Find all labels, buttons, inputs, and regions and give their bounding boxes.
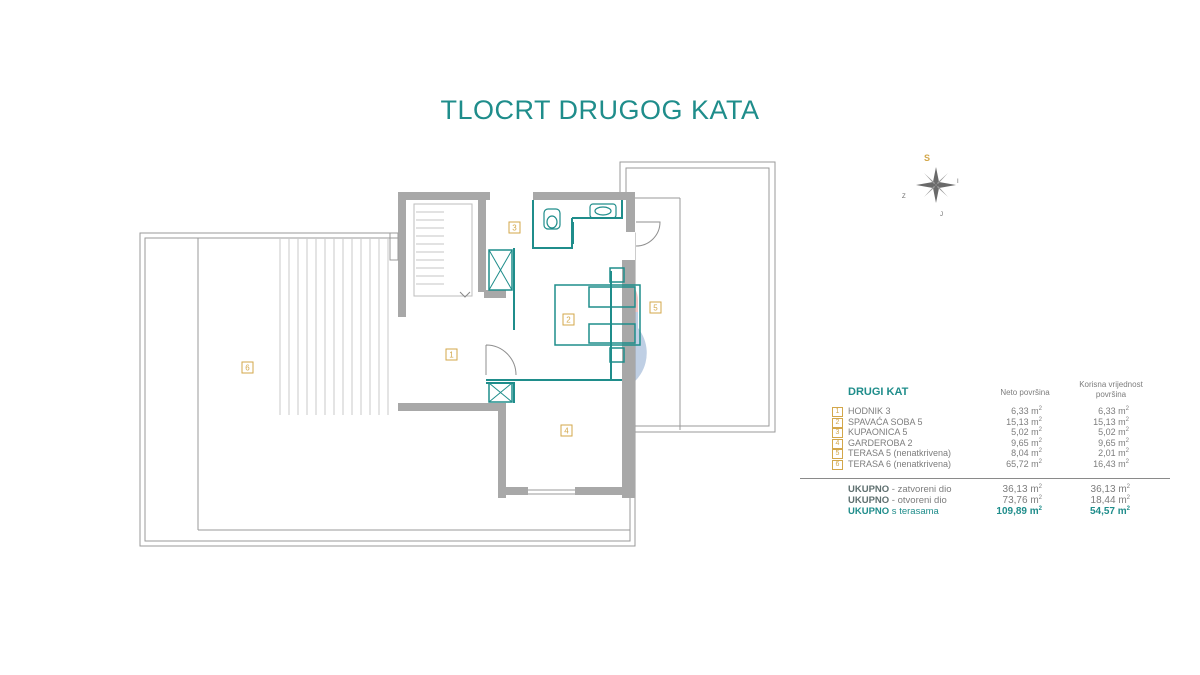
total-row: UKUPNO - zatvoreni dio 36,13 m2 36,13 m2 bbox=[848, 484, 1168, 495]
row-number-box: 3 bbox=[832, 428, 843, 438]
total-neto: 36,13 m2 bbox=[1002, 484, 1042, 495]
row-name: HODNIK 3 bbox=[848, 406, 891, 416]
row-neto: 8,04 m2 bbox=[1011, 448, 1042, 458]
area-rows: 1 HODNIK 3 6,33 m2 6,33 m2 2 SPAVAĆA SOBA 5 15… bbox=[832, 406, 1167, 470]
total-row: UKUPNO - otvoreni dio 73,76 m2 18,44 m2 bbox=[848, 495, 1168, 506]
room-number-5: 5 bbox=[649, 301, 662, 314]
table-title: DRUGI KAT bbox=[848, 386, 909, 398]
row-number-box: 2 bbox=[832, 417, 843, 428]
row-korisna: 9,65 m2 bbox=[1098, 437, 1129, 448]
deck-stripes bbox=[279, 238, 389, 415]
row-korisna: 15,13 m2 bbox=[1093, 416, 1129, 427]
table-row: 2 SPAVAĆA SOBA 5 15,13 m2 15,13 m2 bbox=[832, 417, 1167, 428]
row-korisna: 16,43 m2 bbox=[1093, 458, 1129, 469]
room-number-6: 6 bbox=[241, 361, 254, 374]
svg-text:6: 6 bbox=[245, 364, 250, 373]
room-number-3: 3 bbox=[508, 221, 521, 234]
column-korisna-line1: Korisna vrijednost bbox=[1079, 380, 1143, 389]
table-separator bbox=[800, 478, 1170, 479]
row-neto: 5,02 m2 bbox=[1011, 427, 1042, 437]
room-number-4: 4 bbox=[560, 424, 573, 437]
row-korisna: 2,01 m2 bbox=[1098, 448, 1129, 458]
svg-text:1: 1 bbox=[449, 351, 454, 360]
page-title: TLOCRT DRUGOG KATA bbox=[440, 95, 760, 125]
total-label: UKUPNO bbox=[848, 484, 890, 495]
row-korisna: 5,02 m2 bbox=[1098, 427, 1129, 437]
row-neto: 65,72 m2 bbox=[1006, 458, 1042, 469]
row-number-box: 1 bbox=[832, 407, 843, 417]
compass-letter-j: J bbox=[940, 212, 943, 218]
row-name: TERASA 5 (nenatkrivena) bbox=[848, 448, 952, 458]
table-row: 6 TERASA 6 (nenatkrivena) 65,72 m2 16,43 m2 bbox=[832, 459, 1167, 470]
row-number-box: 5 bbox=[832, 449, 843, 459]
interior-walls bbox=[389, 192, 635, 498]
row-name: KUPAONICA 5 bbox=[848, 427, 908, 437]
total-label: UKUPNO bbox=[848, 495, 890, 506]
table-row: 5 TERASA 5 (nenatkrivena) 8,04 m2 2,01 m2 bbox=[832, 448, 1167, 459]
svg-text:3: 3 bbox=[512, 224, 517, 233]
area-table: DRUGI KAT Neto površina Korisna vrijedno… bbox=[800, 380, 1170, 517]
svg-text:4: 4 bbox=[564, 427, 569, 436]
row-neto: 15,13 m2 bbox=[1006, 416, 1042, 427]
row-name: SPAVAĆA SOBA 5 bbox=[848, 416, 923, 427]
row-neto: 6,33 m2 bbox=[1011, 406, 1042, 416]
compass-letter-s: S bbox=[924, 153, 930, 163]
total-neto: 109,89 m2 bbox=[996, 506, 1042, 517]
row-korisna: 6,33 m2 bbox=[1098, 406, 1129, 416]
row-number-box: 6 bbox=[832, 459, 843, 470]
column-neto: Neto površina bbox=[1000, 388, 1050, 397]
compass-letter-i: I bbox=[957, 179, 959, 185]
total-korisna: 18,44 m2 bbox=[1090, 495, 1130, 506]
total-label: UKUPNO bbox=[848, 506, 890, 517]
total-neto: 73,76 m2 bbox=[1002, 495, 1042, 506]
row-name: GARDEROBA 2 bbox=[848, 437, 913, 448]
svg-text:5: 5 bbox=[653, 304, 658, 313]
room-number-boxes: 1 2 3 4 5 6 bbox=[241, 221, 662, 437]
total-korisna: 36,13 m2 bbox=[1090, 484, 1130, 495]
compass-letter-z: Z bbox=[902, 194, 906, 200]
table-row: 3 KUPAONICA 5 5,02 m2 5,02 m2 bbox=[832, 427, 1167, 438]
row-name: TERASA 6 (nenatkrivena) bbox=[848, 458, 952, 469]
total-suffix: - otvoreni dio bbox=[889, 495, 947, 506]
table-row: 4 GARDEROBA 2 9,65 m2 9,65 m2 bbox=[832, 438, 1167, 449]
compass-icon: S I J Z bbox=[902, 153, 959, 218]
bed bbox=[554, 267, 641, 363]
row-neto: 9,65 m2 bbox=[1011, 437, 1042, 448]
total-korisna: 54,57 m2 bbox=[1089, 506, 1130, 517]
bathroom-fixtures bbox=[543, 203, 617, 230]
terrace-5 bbox=[619, 161, 776, 433]
table-row: 1 HODNIK 3 6,33 m2 6,33 m2 bbox=[832, 406, 1167, 417]
room-number-1: 1 bbox=[445, 348, 458, 361]
table-header: DRUGI KAT Neto površina Korisna vrijedno… bbox=[800, 380, 1170, 410]
room-number-2: 2 bbox=[562, 313, 575, 326]
total-suffix: s terasama bbox=[889, 506, 939, 517]
total-suffix: - zatvoreni dio bbox=[889, 484, 952, 495]
total-row: UKUPNO s terasama 109,89 m2 54,57 m2 bbox=[848, 506, 1168, 517]
row-number-box: 4 bbox=[832, 438, 843, 449]
column-korisna-line2: površina bbox=[1095, 390, 1127, 399]
svg-text:2: 2 bbox=[566, 316, 571, 325]
doors bbox=[485, 221, 661, 376]
